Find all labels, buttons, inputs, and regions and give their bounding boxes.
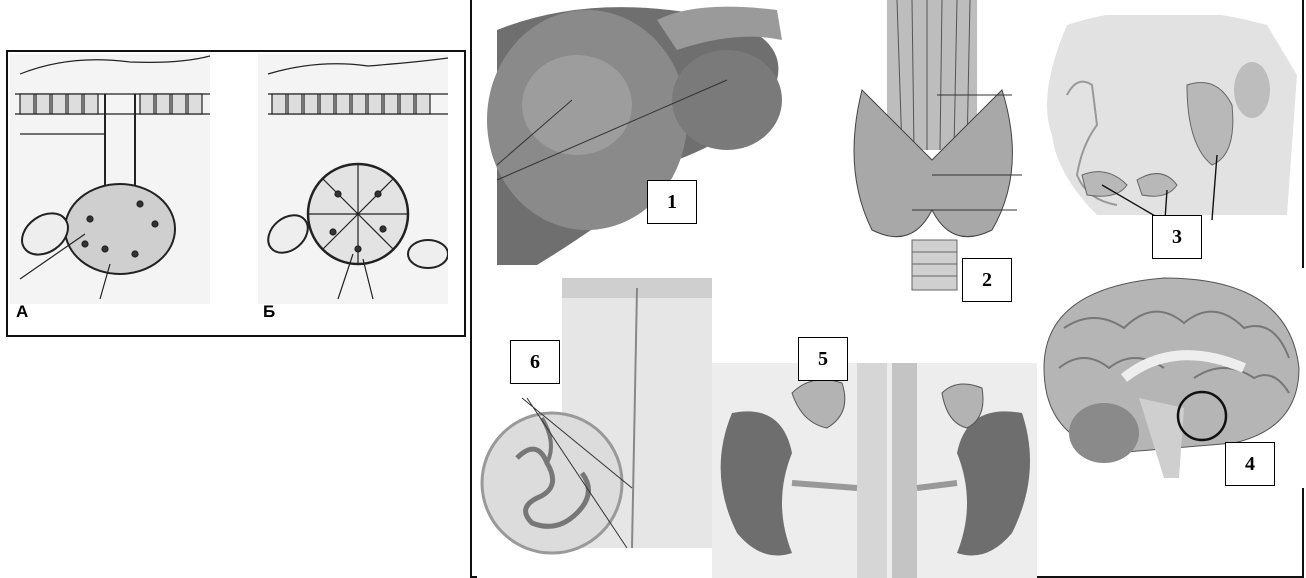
sweat-gland-icon <box>477 278 712 578</box>
salivary-glands-icon <box>1037 15 1302 220</box>
label-3: 3 <box>1152 215 1202 259</box>
kidneys-adrenal-icon <box>712 363 1037 578</box>
label-1: 1 <box>647 180 697 224</box>
thyroid-icon <box>842 0 1027 300</box>
exocrine-gland-icon <box>10 54 210 304</box>
label-5: 5 <box>798 337 848 381</box>
gland-comparison-frame: А Б <box>6 50 466 337</box>
endocrine-gland-icon <box>258 54 448 304</box>
organs-frame: 1 2 3 <box>470 0 1304 578</box>
label-4: 4 <box>1225 442 1275 486</box>
label-6: 6 <box>510 340 560 384</box>
label-b: Б <box>263 302 275 322</box>
label-2: 2 <box>962 258 1012 302</box>
label-a: А <box>16 302 28 322</box>
liver-icon <box>477 0 787 268</box>
